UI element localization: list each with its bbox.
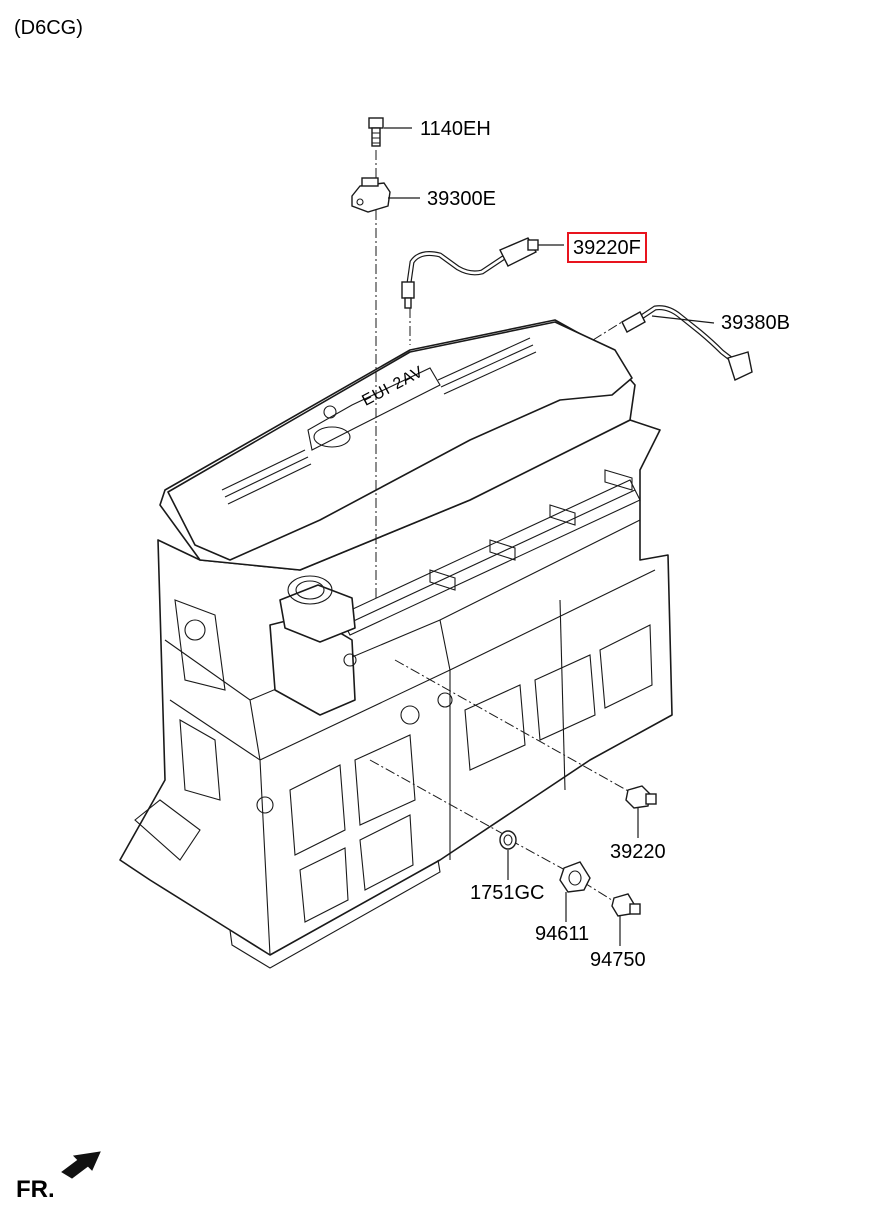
callout-39220[interactable]: 39220 — [610, 841, 666, 863]
map-sensor-part — [351, 177, 391, 213]
pressure-switch-part — [611, 893, 641, 917]
callout-94611[interactable]: 94611 — [535, 923, 590, 945]
front-direction-label: FR. — [16, 1176, 55, 1203]
callout-39220F-highlighted[interactable]: 39220F — [567, 232, 647, 263]
callout-94750[interactable]: 94750 — [590, 949, 646, 971]
callout-39380B[interactable]: 39380B — [721, 312, 790, 334]
callout-1751GC[interactable]: 1751GC — [470, 882, 545, 904]
cylinder-head — [159, 319, 641, 636]
engine-block — [119, 419, 673, 969]
gasket-part — [499, 830, 517, 850]
bolt-part — [368, 117, 384, 147]
callout-39300E[interactable]: 39300E — [427, 188, 496, 210]
speed-sensor-wired-part — [621, 305, 753, 381]
temperature-sensor-wired-part — [401, 237, 539, 309]
adapter-part — [559, 861, 591, 893]
diagram-title: (D6CG) — [14, 17, 83, 39]
front-arrow-icon — [61, 1151, 101, 1179]
coolant-sensor-part — [625, 785, 657, 809]
intake-body — [269, 575, 357, 716]
callout-1140EH[interactable]: 1140EH — [420, 118, 491, 140]
